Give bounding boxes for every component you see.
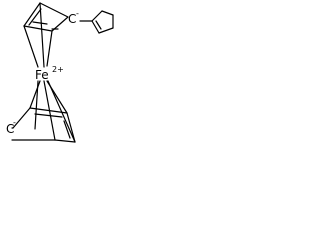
hapto-bond	[29, 80, 41, 109]
upper-ring-double-bond	[32, 21, 48, 25]
upper-carbanion-symbol: C	[68, 12, 76, 26]
lower-cyclopentadienyl-ring	[11, 107, 76, 143]
hapto-bond	[39, 2, 45, 68]
lower-ring-bond	[54, 139, 76, 143]
upper-cyclopentadienyl-ring	[23, 2, 69, 32]
ferrocene-structure-diagram: C - Fe 2+	[6, 2, 114, 143]
hapto-bond	[23, 25, 39, 68]
hapto-bond	[46, 30, 53, 67]
lower-ring-double-bond	[34, 113, 63, 118]
upper-carbanion-label: C -	[68, 9, 79, 26]
lower-ring-bond	[12, 107, 31, 129]
upper-ring-bond	[23, 2, 41, 27]
lower-ring-double-bond	[63, 120, 71, 139]
upper-ring-bond	[23, 25, 53, 32]
cyclopentene-bond	[101, 10, 114, 16]
upper-carbanion-charge: -	[76, 9, 79, 18]
upper-ring-bond	[39, 2, 69, 18]
iron-symbol: Fe	[35, 68, 49, 82]
iron-center: Fe 2+	[35, 65, 64, 82]
lower-ring-bond	[66, 112, 76, 143]
lower-ring-bond	[29, 107, 68, 114]
cyclopentene-bond	[91, 20, 100, 34]
lower-carbanion-charge: -	[13, 118, 16, 127]
hapto-bond	[47, 80, 76, 143]
cyclopentenyl-substituent	[79, 10, 114, 34]
iron-charge: 2+	[52, 65, 64, 74]
lower-carbanion-label: C -	[6, 118, 16, 136]
lower-carbanion-symbol: C	[6, 122, 14, 136]
cyclopentene-bond	[91, 10, 103, 22]
upper-ring-double-bond	[28, 8, 42, 26]
cyclopentene-bond	[98, 27, 114, 34]
cyclopentene-double-bond	[95, 20, 102, 30]
